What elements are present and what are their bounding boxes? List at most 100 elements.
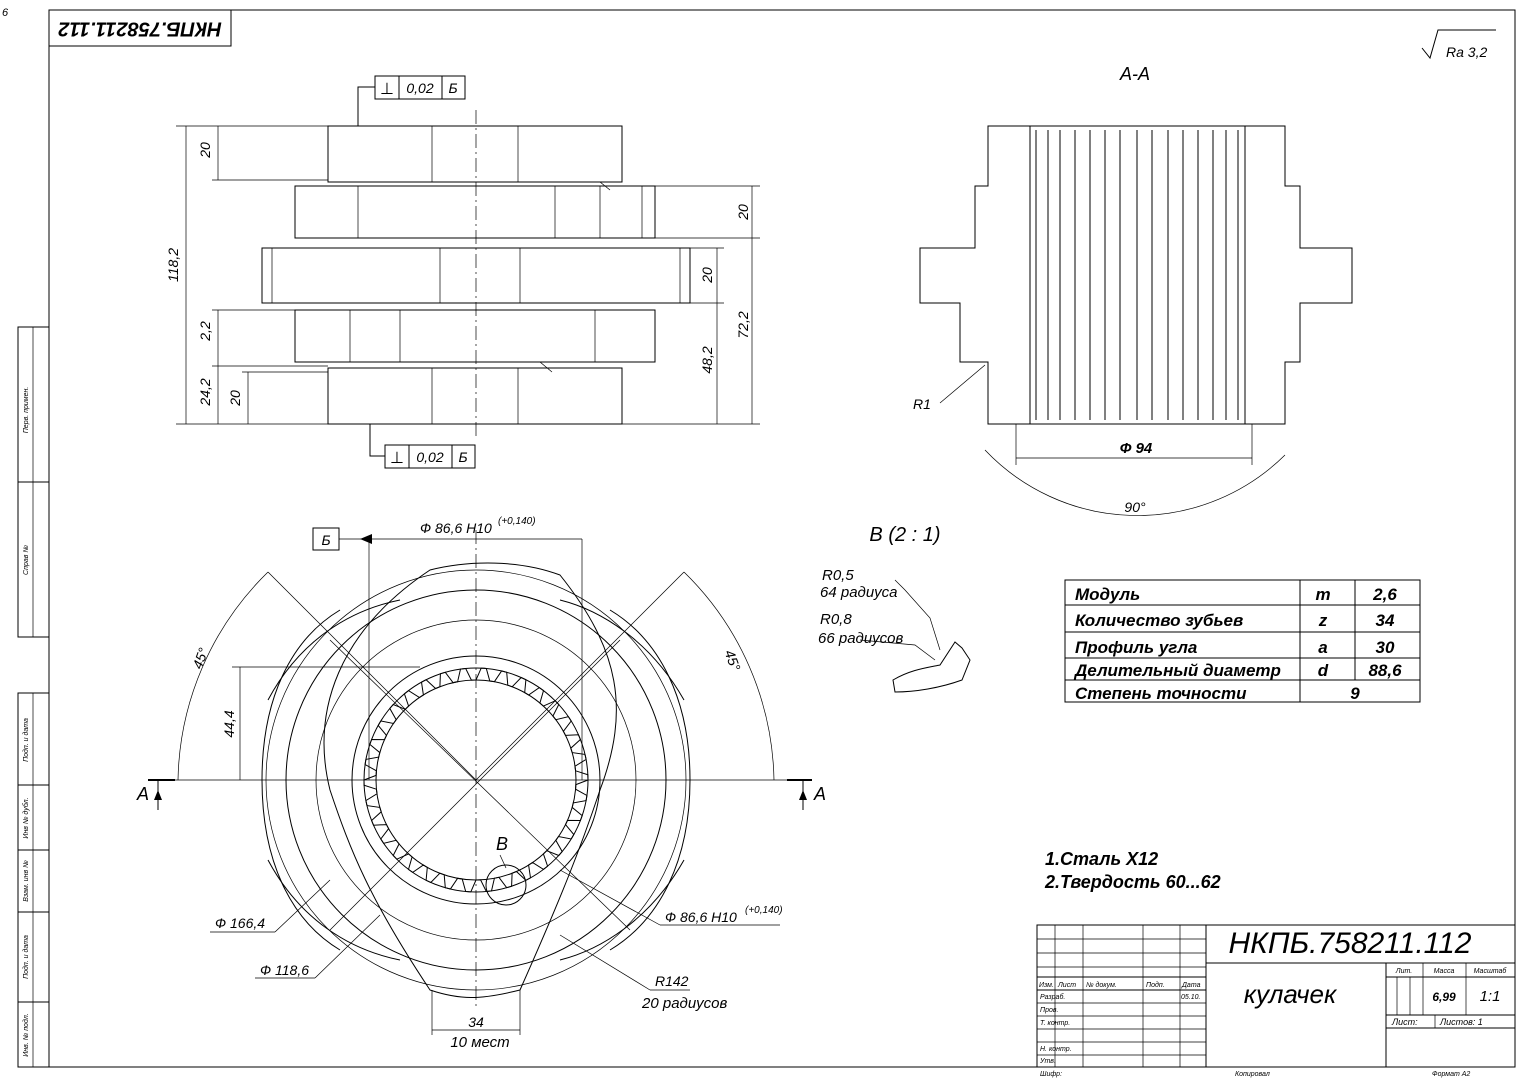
side-top-ring [327,125,623,183]
gear-row-name: Степень точности [1075,684,1247,703]
side-lower-flange [294,309,656,363]
dia-118-6: Ф 118,6 [260,962,309,978]
title-block: НКПБ.758211.112 кулачек Лит. Масса Масшт… [1036,924,1516,1068]
tb-lit: Лит. [1395,968,1412,975]
tb-list: Лист: [1391,1017,1418,1027]
tb-scale-val: 1:1 [1480,988,1501,1005]
gear-row-value: 9 [1350,684,1360,703]
tb-list-col: Лист [1057,982,1076,989]
dim-34: 34 [468,1014,484,1030]
gear-row-value: 88,6 [1368,661,1402,680]
tb-number: НКПБ.758211.112 [1229,927,1472,960]
section-right-hatch [1244,125,1353,425]
tb-format: Формат А2 [1432,1071,1470,1078]
tol-top-symbol: ⊥ [380,81,394,98]
tb-name: кулачек [1244,979,1338,1009]
top-drawing-number: НКПБ.758211.112 [58,18,222,40]
detail-title: В (2 : 1) [869,524,940,546]
tb-kopiroval: Копировал [1235,1071,1270,1078]
section-mark-left: А [136,784,149,804]
tb-nkontr: Н. контр. [1040,1046,1072,1053]
top-number-block: НКПБ.758211.112 [48,9,232,47]
gear-row-value: 34 [1376,611,1395,630]
gear-row-symbol: d [1318,661,1329,680]
dim-20-bottom: 20 [227,390,243,407]
tb-masshtab: Масштаб [1474,967,1508,975]
tb-massa: Масса [1434,968,1455,975]
tol-bottom-datum: Б [458,449,467,465]
dia-top: Ф 86,6 Н10 [420,520,492,536]
section-dia94: Ф 94 [1120,440,1153,457]
tb-razrab-date: 05.10. [1181,994,1201,1001]
dim-72-2: 72,2 [735,311,751,338]
datum-b-label: Б [321,532,330,548]
tol-top-value: 0,02 [406,80,433,96]
dim-20-top: 20 [197,142,213,159]
tb-n-dokum: № докум. [1086,981,1117,989]
tb-shifr: Шифр: [1040,1071,1062,1078]
r142-note: 20 радиусов [641,995,728,1012]
angle-right-45: 45° [722,648,744,674]
strip-vzam: Взам. инв № [23,860,30,902]
tb-prov: Пров. [1040,1007,1059,1014]
side-upper-flange [294,185,656,239]
detail-mark: В [496,834,508,854]
left-strip: Перв. примен. Справ № Подп. и дата Инв №… [17,326,50,1068]
tb-mass-val: 6,99 [1432,990,1456,1004]
detail-r08: R0,8 [820,611,852,628]
gear-row-symbol: z [1318,611,1328,630]
dia-top-tol: (+0,140) [498,516,536,527]
dim-24-2: 24,2 [197,378,213,406]
dim-44-4: 44,4 [221,710,237,737]
side-view: ⊥ 0,02 Б ⊥ 0,02 Б 118,2 20 2,2 24,2 20 2… [165,75,760,469]
section-left-hatch [919,125,1031,425]
strip-podp2: Подп. и дата [22,935,30,979]
tb-podp: Подп. [1146,981,1165,989]
tol-bottom-value: 0,02 [416,449,443,465]
tb-tkontr: Т. контр. [1040,1020,1070,1027]
section-mark-right: А [813,784,826,804]
angle-left-45: 45° [189,645,211,671]
front-view: Б Ф 86,6 Н10 (+0,140) 45° 45° [136,516,826,1051]
gear-row-name: Модуль [1075,585,1140,604]
detail-r05: R0,5 [822,567,854,584]
strip-sprav: Справ № [23,545,30,575]
tb-razrab: Разраб. [1040,993,1065,1001]
tol-bottom-symbol: ⊥ [390,450,404,467]
dim-2-2: 2,2 [197,321,213,342]
tb-izm: Изм. [1039,982,1054,989]
tb-data: Дата [1181,982,1201,989]
gear-row-name: Делительный диаметр [1073,661,1281,680]
dia-166-4: Ф 166,4 [215,915,265,931]
dia-86-6-b-tol: (+0,140) [745,905,783,916]
gear-row-name: Количество зубьев [1075,611,1243,630]
detail-view: В (2 : 1) R0,5 64 радиуса R0,8 66 радиус… [818,524,971,693]
gear-row-name: Профиль угла [1075,638,1197,657]
dim-118-2: 118,2 [165,248,181,282]
r142: R142 [655,973,689,989]
dim-48-2: 48,2 [699,346,715,373]
tb-listov: Листов: 1 [1439,1017,1483,1027]
note-2: 2.Твердость 60...62 [1044,872,1221,892]
dia-86-6-b: Ф 86,6 Н10 [665,909,737,925]
strip-inv-dubl: Инв № дубл. [22,797,30,838]
side-bottom-ring [327,367,623,425]
gear-row-symbol: a [1318,638,1327,657]
strip-podp1: Подп. и дата [22,718,30,762]
tb-utv: Утв. [1039,1058,1056,1065]
tol-top-datum: Б [448,80,457,96]
section-aa: А-А R1 Ф 94 [913,64,1353,516]
gear-row-symbol: m [1315,585,1330,604]
section-title: А-А [1119,64,1150,84]
roughness-value: Ra 3,2 [1446,44,1487,60]
note-1: 1.Сталь Х12 [1045,849,1158,869]
section-angle90: 90° [1124,499,1146,515]
strip-perv: Перв. примен. [23,387,30,434]
dim-34-note: 10 мест [450,1034,509,1051]
gear-row-value: 30 [1376,638,1395,657]
section-teeth [1035,130,1239,420]
strip-inv-podl: Инв. № подл. [22,1013,30,1056]
dim-20-right-top: 20 [735,204,751,221]
